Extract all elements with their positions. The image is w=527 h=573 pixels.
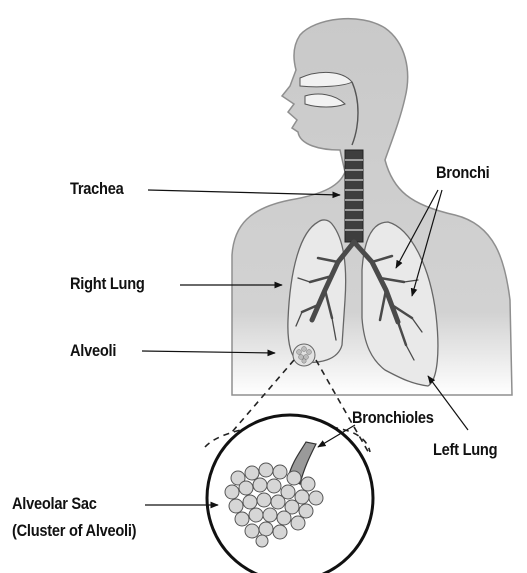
right-lung-label: Right Lung: [70, 274, 145, 294]
trachea-arrow: [148, 190, 340, 195]
bronchioles-label: Bronchioles: [352, 408, 434, 428]
alveoli-label: Alveoli: [70, 341, 116, 361]
alveolar-sac-label: Alveolar Sac: [12, 494, 97, 514]
alveoli-spot: [293, 344, 315, 366]
left-lung-label: Left Lung: [433, 440, 497, 460]
trachea-label: Trachea: [70, 179, 123, 199]
magnified-alveolar-sac: [207, 415, 373, 573]
trachea-tube: [345, 150, 363, 242]
bronchi-label: Bronchi: [436, 163, 489, 183]
alveolar-sac-sublabel: (Cluster of Alveoli): [12, 521, 136, 541]
